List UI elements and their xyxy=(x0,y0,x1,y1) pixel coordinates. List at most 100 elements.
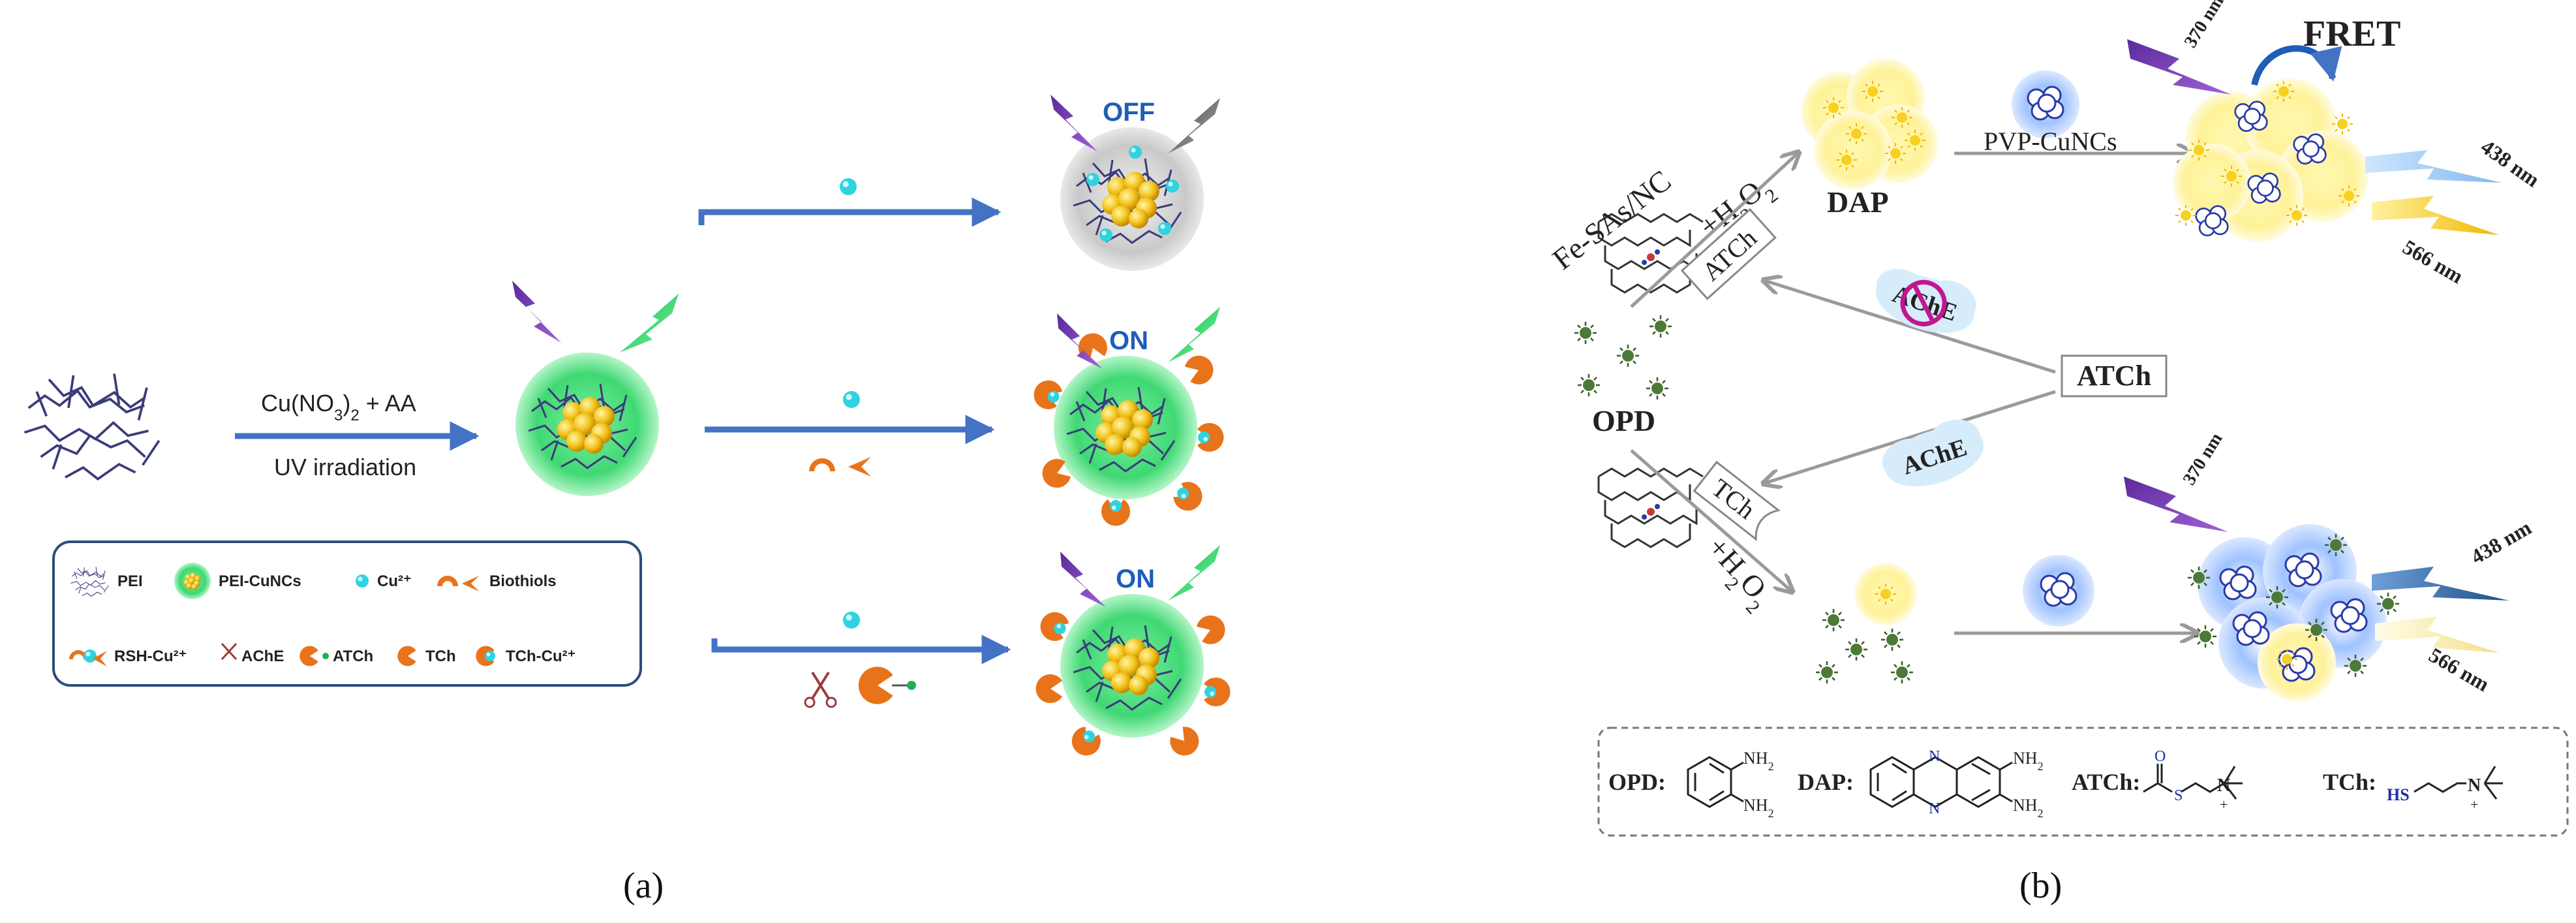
fe-sas-nc-sheet-bottom xyxy=(1597,467,1704,548)
cu2-ion-middle xyxy=(843,391,860,408)
dap-n-bottom: N xyxy=(1929,800,1940,817)
state-label-on-1: ON xyxy=(1109,326,1148,355)
excitation-bolt-violet xyxy=(512,281,561,343)
tch-plus: + xyxy=(2470,796,2478,813)
cu2-ion-bottom xyxy=(843,612,860,629)
emission-bolt-green xyxy=(620,294,679,352)
nm370-top-label: 370 nm xyxy=(2181,0,2228,52)
tch-box-lower: TCh xyxy=(1693,460,1781,542)
pei-cuncs-particle-on-bottom xyxy=(1035,594,1231,762)
emission-bolt-green-on-2 xyxy=(1168,545,1220,601)
nm566-top-label: 566 nm xyxy=(2399,235,2468,289)
reaction-reagents-label: Cu(NO3)2 + AA xyxy=(261,390,416,424)
ache-cloud-active: AChE xyxy=(1882,419,1984,487)
fe-sas-nc-label: Fe-SAs/NC xyxy=(1546,163,1678,275)
nm438-bottom-label: 438 nm xyxy=(2467,515,2536,569)
legend-panel-b: OPD: NH2 NH2 DAP: N N NH2 NH2 AT xyxy=(1597,727,2569,837)
legend-panel-a: PEI PEI-CuNCs Cu²⁺ Biothiols RSH-Cu²⁺ xyxy=(52,540,642,687)
legend-tch-label: TCh xyxy=(425,648,456,665)
legend-tch-label: TCh: xyxy=(2323,769,2376,795)
excitation-bolt-370-top xyxy=(2127,39,2231,95)
dap-structure xyxy=(1869,756,2013,808)
fret-curved-arrow xyxy=(2251,45,2342,86)
legend-atch-label: ATCh xyxy=(333,648,373,665)
reaction-condition-label: UV irradiation xyxy=(274,454,416,480)
pei-cuncs-particle-off xyxy=(1060,127,1204,271)
atch-o-atom: O xyxy=(2154,748,2166,765)
opd-label: OPD xyxy=(1592,404,1655,437)
atch-plus: + xyxy=(2220,796,2228,813)
nm438-top-label: 438 nm xyxy=(2477,134,2544,191)
legend-atch-icon xyxy=(299,646,329,666)
legend-rsh-cu-icon xyxy=(69,649,107,666)
ache-cloud-inhibited: AChE xyxy=(1875,269,1976,334)
emission-bolt-566-bottom xyxy=(2375,617,2499,653)
svg-text:ATCh: ATCh xyxy=(2077,360,2151,392)
fret-cluster xyxy=(2173,78,2369,242)
emission-bolt-438-bottom xyxy=(2372,567,2509,601)
tch-structure xyxy=(2414,766,2503,800)
final-blue-cluster xyxy=(2186,524,2400,702)
dap-nh2-bottom: NH2 xyxy=(2013,796,2044,820)
panel-a: Cu(NO3)2 + AA UV irradiation xyxy=(23,95,1231,906)
emission-bolt-438-top xyxy=(2365,150,2502,183)
panel-b: Fe-SAs/NC +H2O2 ATCh DAP xyxy=(1546,0,2569,906)
branch-arrow-top xyxy=(698,197,1002,227)
nm370-bottom-label: 370 nm xyxy=(2179,430,2227,489)
legend-pei-label: PEI xyxy=(117,572,143,590)
pvp-cuncs-particle-bottom xyxy=(2023,555,2094,627)
pei-polymer-mesh xyxy=(23,372,161,480)
ache-scissors-bottom xyxy=(804,671,837,708)
legend-rsh-cu-label: RSH-Cu²⁺ xyxy=(114,648,187,665)
pvp-cuncs-particle-top xyxy=(2012,70,2079,138)
emission-bolt-gray-off xyxy=(1168,98,1220,153)
legend-opd-label: OPD: xyxy=(1608,769,1666,795)
opd-nh2-top: NH2 xyxy=(1743,749,1774,773)
legend-biothiols-icon xyxy=(437,576,479,591)
biothiol-symbols-middle xyxy=(809,457,871,477)
emission-bolt-566-top xyxy=(2372,196,2499,235)
opd-structure xyxy=(1687,756,1744,808)
panel-b-caption: (b) xyxy=(2019,866,2062,906)
branch-arrow-bottom xyxy=(711,634,1011,665)
legend-atch-label: ATCh: xyxy=(2072,769,2140,795)
excitation-bolt-violet-on-2 xyxy=(1060,552,1106,607)
legend-tch-cu-icon xyxy=(476,646,495,666)
excitation-bolt-violet-off xyxy=(1050,95,1097,151)
legend-biothiols-label: Biothiols xyxy=(489,572,557,590)
pei-cuncs-particle-on-middle xyxy=(1030,329,1224,526)
atch-pacman-bottom xyxy=(858,666,916,704)
pvp-cuncs-label: PVP-CuNCs xyxy=(1984,127,2117,156)
legend-pei-cuncs-label: PEI-CuNCs xyxy=(219,572,301,590)
atch-center-box: ATCh xyxy=(2061,354,2168,398)
pei-cuncs-particle-center xyxy=(515,352,659,496)
arrow-opd-to-dap xyxy=(1630,153,1798,308)
legend-pei-cuncs-icon xyxy=(174,563,211,599)
legend-ache-icon xyxy=(221,642,238,661)
opd-cluster-left xyxy=(1573,314,1673,401)
arrow-opd-to-mixed xyxy=(1630,449,1791,591)
legend-tch-cu-label: TCh-Cu²⁺ xyxy=(506,648,575,665)
dap-n-top: N xyxy=(1929,748,1940,765)
legend-cu2-label: Cu²⁺ xyxy=(377,572,412,590)
dap-label: DAP xyxy=(1827,185,1889,219)
mixed-product-cluster xyxy=(1815,563,1917,685)
excitation-bolt-370-bottom xyxy=(2124,477,2228,532)
tch-hs-atom: HS xyxy=(2387,785,2410,804)
emission-bolt-green-on-1 xyxy=(1168,307,1220,362)
arrow-atch-to-lower xyxy=(1765,390,2056,483)
cu2-ion-top xyxy=(840,178,857,195)
atch-s-atom: S xyxy=(2174,787,2183,804)
legend-cu2-icon xyxy=(356,574,369,587)
state-label-off: OFF xyxy=(1103,98,1155,127)
dap-nh2-top: NH2 xyxy=(2013,749,2044,773)
atch-structure xyxy=(2143,764,2243,800)
tch-n-atom: N xyxy=(2468,775,2481,796)
fe-sas-nc-sheet-top xyxy=(1597,213,1704,294)
atch-n-atom: N xyxy=(2217,775,2230,796)
excitation-bolt-violet-on-1 xyxy=(1057,313,1103,369)
arrow-atch-to-upper xyxy=(1765,281,2056,374)
opd-nh2-bottom: NH2 xyxy=(1743,796,1774,820)
legend-ache-label: AChE xyxy=(241,648,284,665)
